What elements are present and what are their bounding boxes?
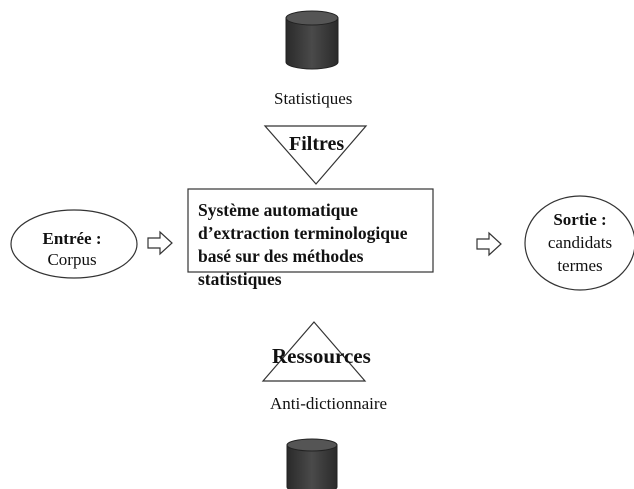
input-subtitle: Corpus bbox=[47, 250, 97, 269]
output-title: Sortie : bbox=[553, 210, 607, 229]
input-title: Entrée : bbox=[42, 229, 102, 248]
input-ellipse bbox=[10, 209, 138, 279]
system-line: Système automatique bbox=[198, 200, 358, 220]
hollow-arrow-input-icon bbox=[147, 230, 173, 256]
system-description: Système automatique d’extraction termino… bbox=[198, 199, 407, 291]
anti-dictionary-database-icon bbox=[286, 438, 338, 489]
output-line-1: candidats bbox=[547, 233, 613, 252]
output-ellipse bbox=[524, 195, 634, 291]
system-box bbox=[187, 188, 434, 273]
filter-triangle bbox=[263, 125, 368, 185]
filters-label: Filtres bbox=[289, 133, 345, 155]
hollow-arrow-output-icon bbox=[476, 231, 502, 257]
resources-label: Ressources bbox=[272, 344, 371, 368]
system-line: d’extraction terminologique bbox=[198, 223, 408, 243]
output-line-2: termes bbox=[557, 256, 603, 275]
system-line: basé sur des méthodes bbox=[198, 246, 364, 266]
statistics-label: Statistiques bbox=[274, 89, 353, 108]
statistics-database-icon bbox=[285, 10, 339, 70]
resources-triangle bbox=[261, 321, 367, 382]
system-line: statistiques bbox=[198, 269, 282, 289]
anti-dictionary-label: Anti-dictionnaire bbox=[270, 394, 388, 413]
